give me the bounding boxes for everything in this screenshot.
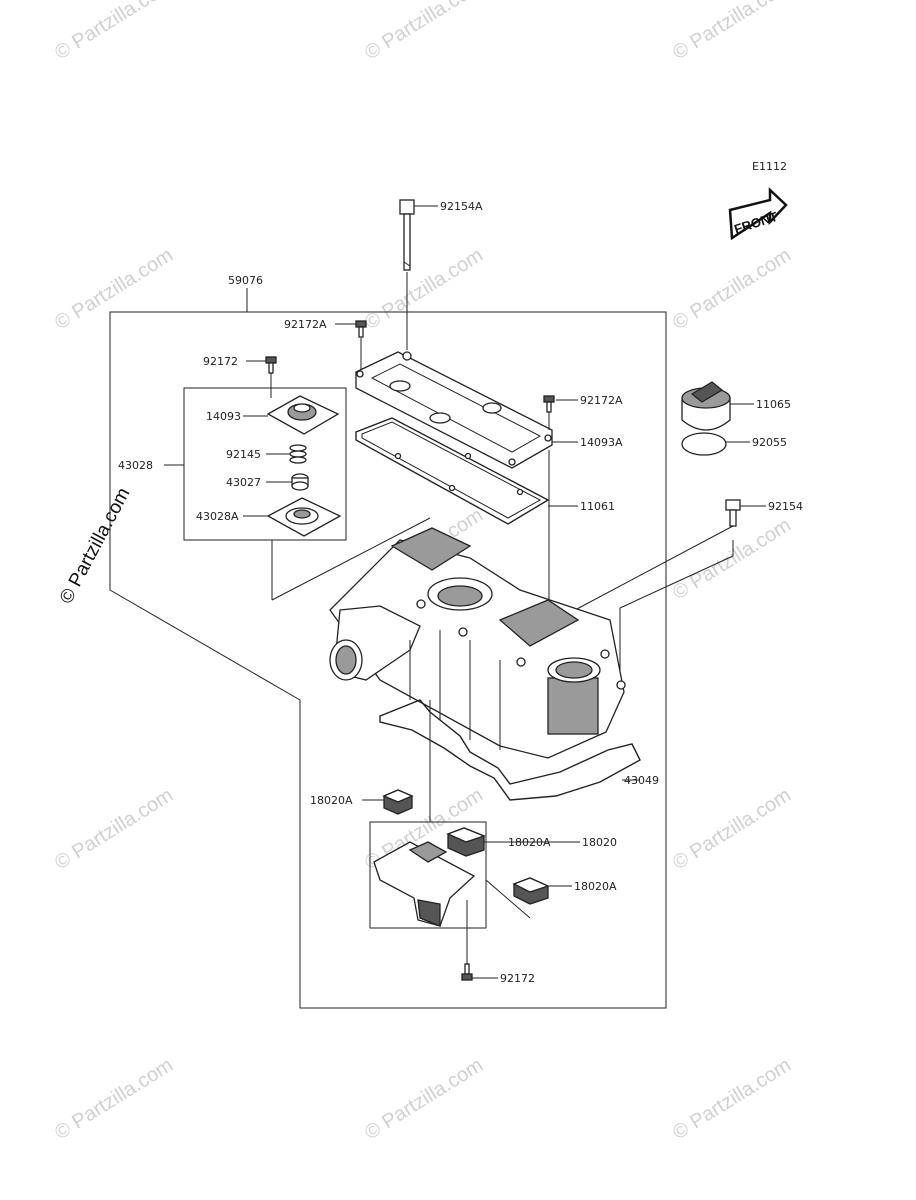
cylinder-head-cover	[329, 527, 626, 759]
label-92172-bottom: 92172	[500, 972, 535, 985]
label-43049: 43049	[624, 774, 659, 787]
label-92154a: 92154A	[440, 200, 483, 213]
screw-92172-left-icon	[265, 356, 277, 374]
label-14093: 14093	[206, 410, 241, 423]
label-43027: 43027	[226, 476, 261, 489]
label-92172a-top: 92172A	[284, 318, 327, 331]
cap-43027-icon	[291, 473, 309, 491]
o-ring-92055	[681, 432, 727, 456]
side-watermark: © Partzilla.com	[56, 484, 135, 607]
watermark: © Partzilla.com	[669, 244, 795, 334]
spring-92145-icon	[289, 444, 307, 464]
gasket-11061	[355, 417, 550, 525]
damper-18020a-left-icon	[382, 789, 414, 815]
plate-43028a-icon	[266, 497, 342, 537]
bolt-92154a-icon	[399, 199, 415, 271]
label-11065: 11065	[756, 398, 791, 411]
watermark: © Partzilla.com	[361, 0, 487, 64]
plate-14093-icon	[266, 395, 340, 435]
assembly-frame-43028	[183, 387, 347, 541]
bolt-92154-icon	[725, 499, 741, 527]
watermark: © Partzilla.com	[51, 0, 177, 64]
gasket-43049	[379, 699, 641, 801]
label-43028a: 43028A	[196, 510, 239, 523]
watermark: © Partzilla.com	[669, 514, 795, 604]
assembly-frame-59076	[109, 311, 667, 1009]
label-18020a-left: 18020A	[310, 794, 353, 807]
watermark: © Partzilla.com	[669, 1054, 795, 1144]
diagram-code: E1112	[752, 160, 787, 173]
label-92172a-right: 92172A	[580, 394, 623, 407]
screw-92172-bottom-icon	[461, 963, 473, 981]
label-92172-left: 92172	[203, 355, 238, 368]
oil-cap-11065-icon	[681, 381, 731, 431]
screw-92172a-right-icon	[543, 395, 555, 413]
label-11061: 11061	[580, 500, 615, 513]
watermark: © Partzilla.com	[669, 784, 795, 874]
label-59076: 59076	[228, 274, 263, 287]
damper-18020a-low-icon	[512, 877, 550, 905]
label-18020: 18020	[582, 836, 617, 849]
label-92145: 92145	[226, 448, 261, 461]
watermark: © Partzilla.com	[361, 244, 487, 334]
watermark: © Partzilla.com	[51, 784, 177, 874]
watermark: © Partzilla.com	[51, 244, 177, 334]
screw-92172a-icon	[355, 320, 367, 338]
watermark: © Partzilla.com	[51, 1054, 177, 1144]
watermark: © Partzilla.com	[669, 0, 795, 64]
label-43028: 43028	[118, 459, 153, 472]
label-92154: 92154	[768, 500, 803, 513]
label-18020a-low: 18020A	[574, 880, 617, 893]
front-arrow-icon: FRONT	[728, 187, 788, 241]
label-14093a: 14093A	[580, 436, 623, 449]
label-92055: 92055	[752, 436, 787, 449]
label-18020a-mid: 18020A	[508, 836, 551, 849]
damper-18020a-mid-icon	[446, 827, 486, 857]
watermark: © Partzilla.com	[361, 1054, 487, 1144]
assembly-frame-18020	[369, 821, 487, 929]
